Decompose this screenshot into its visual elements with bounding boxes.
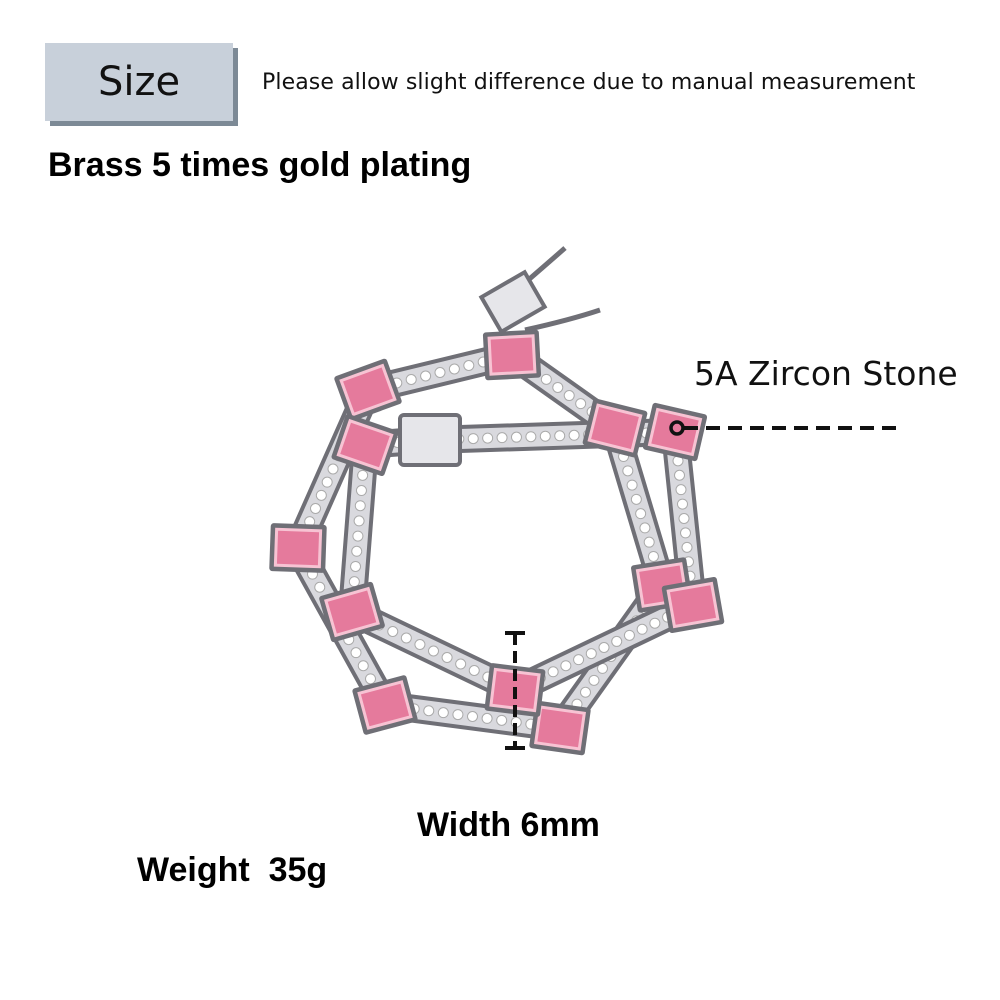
pink-stone	[339, 363, 397, 417]
width-label: Width 6mm	[417, 806, 600, 844]
zircon-dot	[573, 654, 585, 666]
zircon-dot	[540, 373, 552, 385]
stone-pointer	[669, 420, 900, 436]
zircon-dot	[626, 479, 638, 491]
zircon-dot	[348, 576, 360, 588]
zircon-dot	[568, 429, 580, 441]
zircon-dot	[468, 665, 480, 676]
zircon-dot	[405, 374, 417, 385]
zircon-dot	[636, 623, 648, 635]
pink-stone	[666, 581, 720, 629]
zircon-dot	[622, 465, 634, 477]
zircon-dot	[350, 560, 362, 572]
zircon-dot	[428, 645, 439, 657]
zircon-dot	[611, 635, 623, 647]
zircon-dot	[455, 658, 467, 670]
zircon-dot	[327, 463, 339, 475]
zircon-dot	[467, 711, 478, 722]
zircon-dot	[680, 527, 691, 539]
zircon-dot	[554, 430, 566, 442]
zircon-dot	[649, 617, 661, 629]
material-heading: Brass 5 times gold plating	[48, 146, 472, 184]
zircon-dot	[400, 632, 412, 644]
zircon-dot	[560, 660, 572, 672]
clasp-box	[478, 269, 548, 335]
zircon-dot	[588, 674, 600, 686]
pink-stone	[324, 586, 380, 638]
width-marker	[505, 631, 525, 750]
zircon-dot	[350, 647, 362, 659]
zircon-dot	[357, 660, 369, 672]
zircon-dot	[321, 476, 333, 488]
zircon-dot	[352, 530, 364, 542]
zircon-dot	[355, 485, 367, 497]
zircon-dot	[598, 642, 610, 653]
pink-stone	[587, 403, 643, 453]
stone-label: 5A Zircon Stone	[694, 354, 958, 393]
zircon-dot	[575, 398, 587, 410]
bracelet-illustration	[269, 246, 725, 756]
pink-stone	[273, 527, 323, 569]
zircon-dot	[585, 648, 597, 660]
zircon-dot	[467, 433, 479, 445]
zircon-dot	[496, 432, 508, 444]
zircon-dot	[675, 484, 687, 496]
zircon-dot	[635, 508, 647, 520]
zircon-dot	[452, 709, 464, 721]
zircon-dot	[414, 639, 426, 650]
weight-label: Weight 35g	[137, 851, 328, 889]
size-badge: Size	[45, 43, 233, 121]
zircon-dot	[678, 513, 690, 524]
zircon-dot	[639, 522, 651, 534]
zircon-dot	[630, 493, 642, 505]
zircon-dot	[677, 498, 688, 510]
pink-stone	[534, 705, 586, 751]
zircon-dot	[423, 705, 435, 717]
zircon-dot	[674, 469, 685, 481]
zircon-dot	[547, 666, 559, 678]
zircon-dot	[315, 489, 327, 501]
zircon-dot	[552, 381, 564, 393]
zircon-dot	[643, 536, 655, 548]
zircon-dot	[365, 673, 376, 685]
zircon-dot	[482, 432, 494, 444]
zircon-dot	[647, 550, 659, 562]
zircon-dot	[563, 390, 575, 402]
zircon-dot	[353, 515, 365, 527]
zircon-dot	[437, 707, 449, 719]
zircon-dot	[463, 360, 475, 371]
zircon-dot	[354, 500, 366, 512]
zircon-dot	[434, 367, 446, 378]
zircon-dot	[580, 686, 591, 698]
zircon-dot	[448, 363, 460, 375]
zircon-dot	[510, 431, 522, 443]
zircon-dot	[351, 545, 363, 557]
pink-stone	[336, 418, 394, 472]
zircon-dot	[539, 430, 551, 442]
zircon-dot	[441, 652, 453, 663]
clasp	[398, 413, 462, 467]
zircon-dot	[310, 503, 321, 514]
pink-stone	[487, 334, 537, 376]
size-label: Size	[97, 59, 181, 105]
pink-stone	[357, 680, 413, 730]
zircon-dot	[420, 370, 432, 382]
zircon-dot	[681, 541, 693, 553]
measurement-note: Please allow slight difference due to ma…	[262, 70, 916, 95]
zircon-dot	[357, 469, 369, 481]
zircon-dot	[525, 431, 537, 443]
zircon-dot	[314, 581, 326, 593]
zircon-dot	[481, 712, 493, 724]
zircon-dot	[387, 626, 399, 637]
zircon-dot	[623, 629, 635, 641]
zircon-dot	[496, 714, 508, 726]
